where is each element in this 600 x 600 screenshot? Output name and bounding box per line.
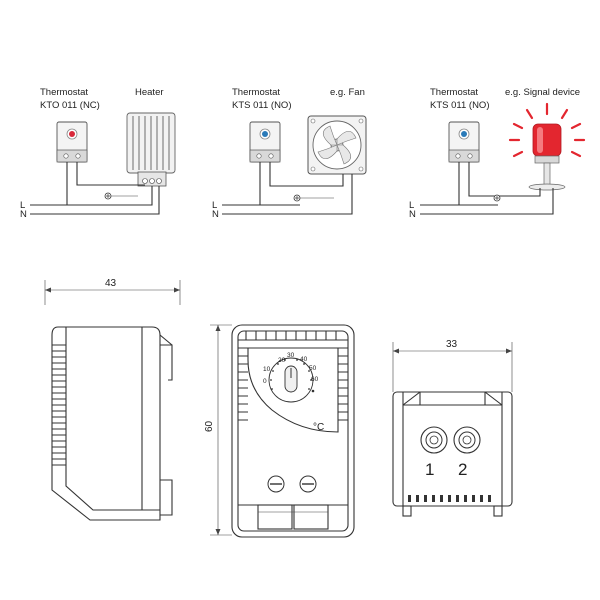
dial-scale-10: 10 — [263, 366, 271, 373]
dial-scale-30: 30 — [287, 352, 295, 359]
signal-light-icon — [508, 102, 586, 191]
setpoint-knob-icon — [461, 131, 467, 137]
setpoint-knob-icon — [69, 131, 75, 137]
line-label-n-1: N — [20, 209, 27, 220]
setpoint-knob-icon — [262, 131, 268, 137]
dimension-height: 60 — [204, 420, 215, 432]
device-label-fan: e.g. Fan — [330, 87, 365, 98]
thermostat-model-2: KTS 011 (NO) — [232, 100, 291, 111]
terminal-label-1: 1 — [425, 460, 434, 479]
thermostat-name-3: Thermostat — [430, 87, 478, 98]
fan-icon — [307, 115, 367, 175]
wiring-fan: Thermostat KTS 011 (NO) e.g. Fan — [212, 87, 367, 220]
front-view-drawing: 60 — [204, 324, 355, 538]
device-label-heater: Heater — [135, 87, 164, 98]
side-view-drawing: 43 — [44, 278, 181, 521]
line-label-n-2: N — [212, 209, 219, 220]
dial-scale-40: 40 — [300, 356, 308, 363]
temperature-unit: °C — [313, 422, 324, 433]
dial-scale-20: 20 — [278, 357, 286, 364]
thermostat-model-3: KTS 011 (NO) — [430, 100, 489, 111]
heater-icon — [126, 112, 176, 187]
dimension-width: 43 — [105, 278, 117, 289]
thermostat-name-2: Thermostat — [232, 87, 280, 98]
thermostat-icon-3 — [448, 121, 480, 163]
dial-scale-50: 50 — [309, 365, 317, 372]
wiring-signal: Thermostat KTS 011 (NO) e.g. Signal devi… — [409, 87, 586, 220]
line-label-n-3: N — [409, 209, 416, 220]
thermostat-model-1: KTO 011 (NC) — [40, 100, 100, 111]
dimension-depth: 33 — [446, 339, 458, 350]
thermostat-name-1: Thermostat — [40, 87, 88, 98]
line-label-l-3: L — [409, 200, 414, 211]
dial-scale-60: 60 — [311, 376, 319, 383]
bottom-view-drawing: 33 1 2 — [392, 339, 513, 517]
thermostat-icon-2 — [249, 121, 281, 163]
line-label-l-2: L — [212, 200, 217, 211]
device-label-signal: e.g. Signal device — [505, 87, 580, 98]
thermostat-icon-1 — [56, 121, 88, 163]
dial-knob-icon — [284, 365, 298, 393]
dial-scale-0: 0 — [263, 378, 267, 385]
terminal-label-2: 2 — [458, 460, 467, 479]
line-label-l-1: L — [20, 200, 25, 211]
wiring-heater: Thermostat KTO 011 (NC) Heater — [20, 87, 176, 220]
